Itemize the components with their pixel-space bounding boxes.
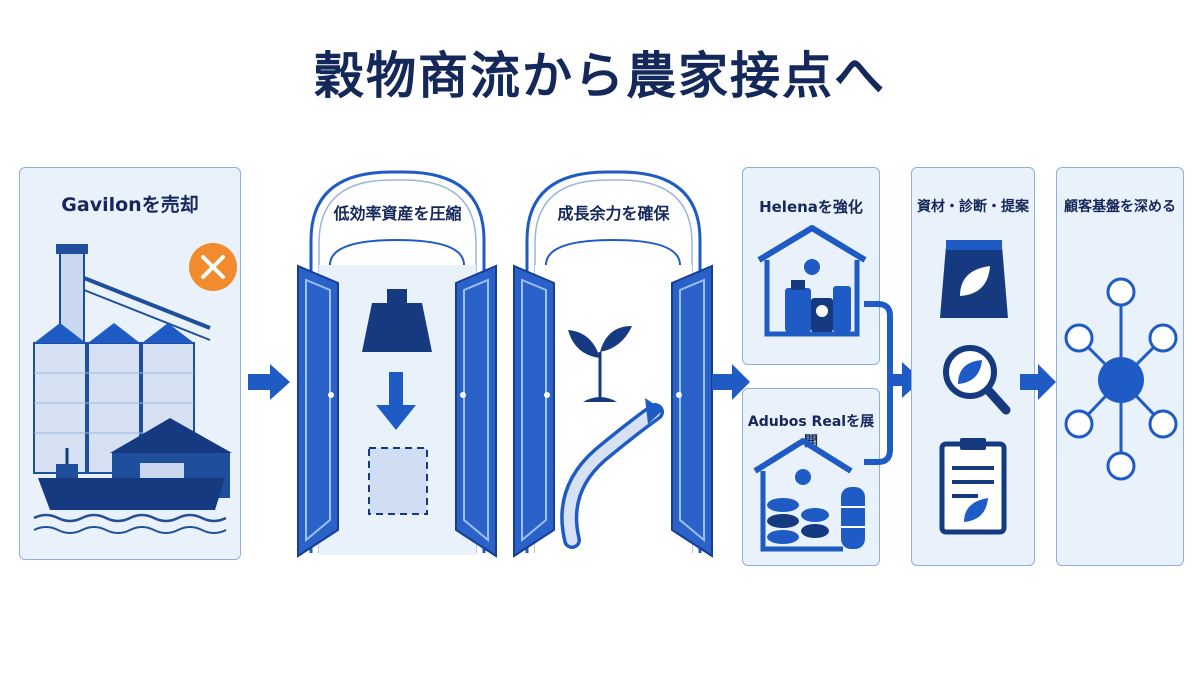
x-circle-icon <box>189 243 237 291</box>
flow-arrow-1 <box>248 364 290 400</box>
warehouse-products-icon <box>757 225 867 337</box>
magnifier-leaf-icon <box>943 345 1011 415</box>
panel-adubos: Adubos Realを展開 <box>742 388 880 566</box>
panel-services: 資材・診断・提案 <box>911 167 1035 566</box>
network-hub-icon <box>1064 277 1178 481</box>
flow-arrow-3 <box>1020 364 1056 400</box>
label-capacity: 成長余力を確保 <box>557 204 670 223</box>
panel-helena: Helenaを強化 <box>742 167 880 365</box>
panel-customer: 顧客基盤を深める <box>1056 167 1184 566</box>
label-compress: 低効率資産を圧縮 <box>333 204 462 223</box>
label-services: 資材・診断・提案 <box>917 199 1029 215</box>
fertilizer-bag-icon <box>940 240 1008 318</box>
label-gavilon: Gavilonを売却 <box>61 194 199 216</box>
label-helena: Helenaを強化 <box>759 198 863 216</box>
page-title: 穀物商流から農家接点へ <box>314 47 886 105</box>
clipboard-leaf-icon <box>939 438 1007 535</box>
grain-terminal-illustration <box>33 244 232 534</box>
panel-gavilon: Gavilonを売却 <box>19 167 241 560</box>
label-customer: 顧客基盤を深める <box>1064 199 1176 215</box>
flow-arrow-2 <box>712 364 750 400</box>
fertilizer-warehouse-icon <box>753 438 865 552</box>
